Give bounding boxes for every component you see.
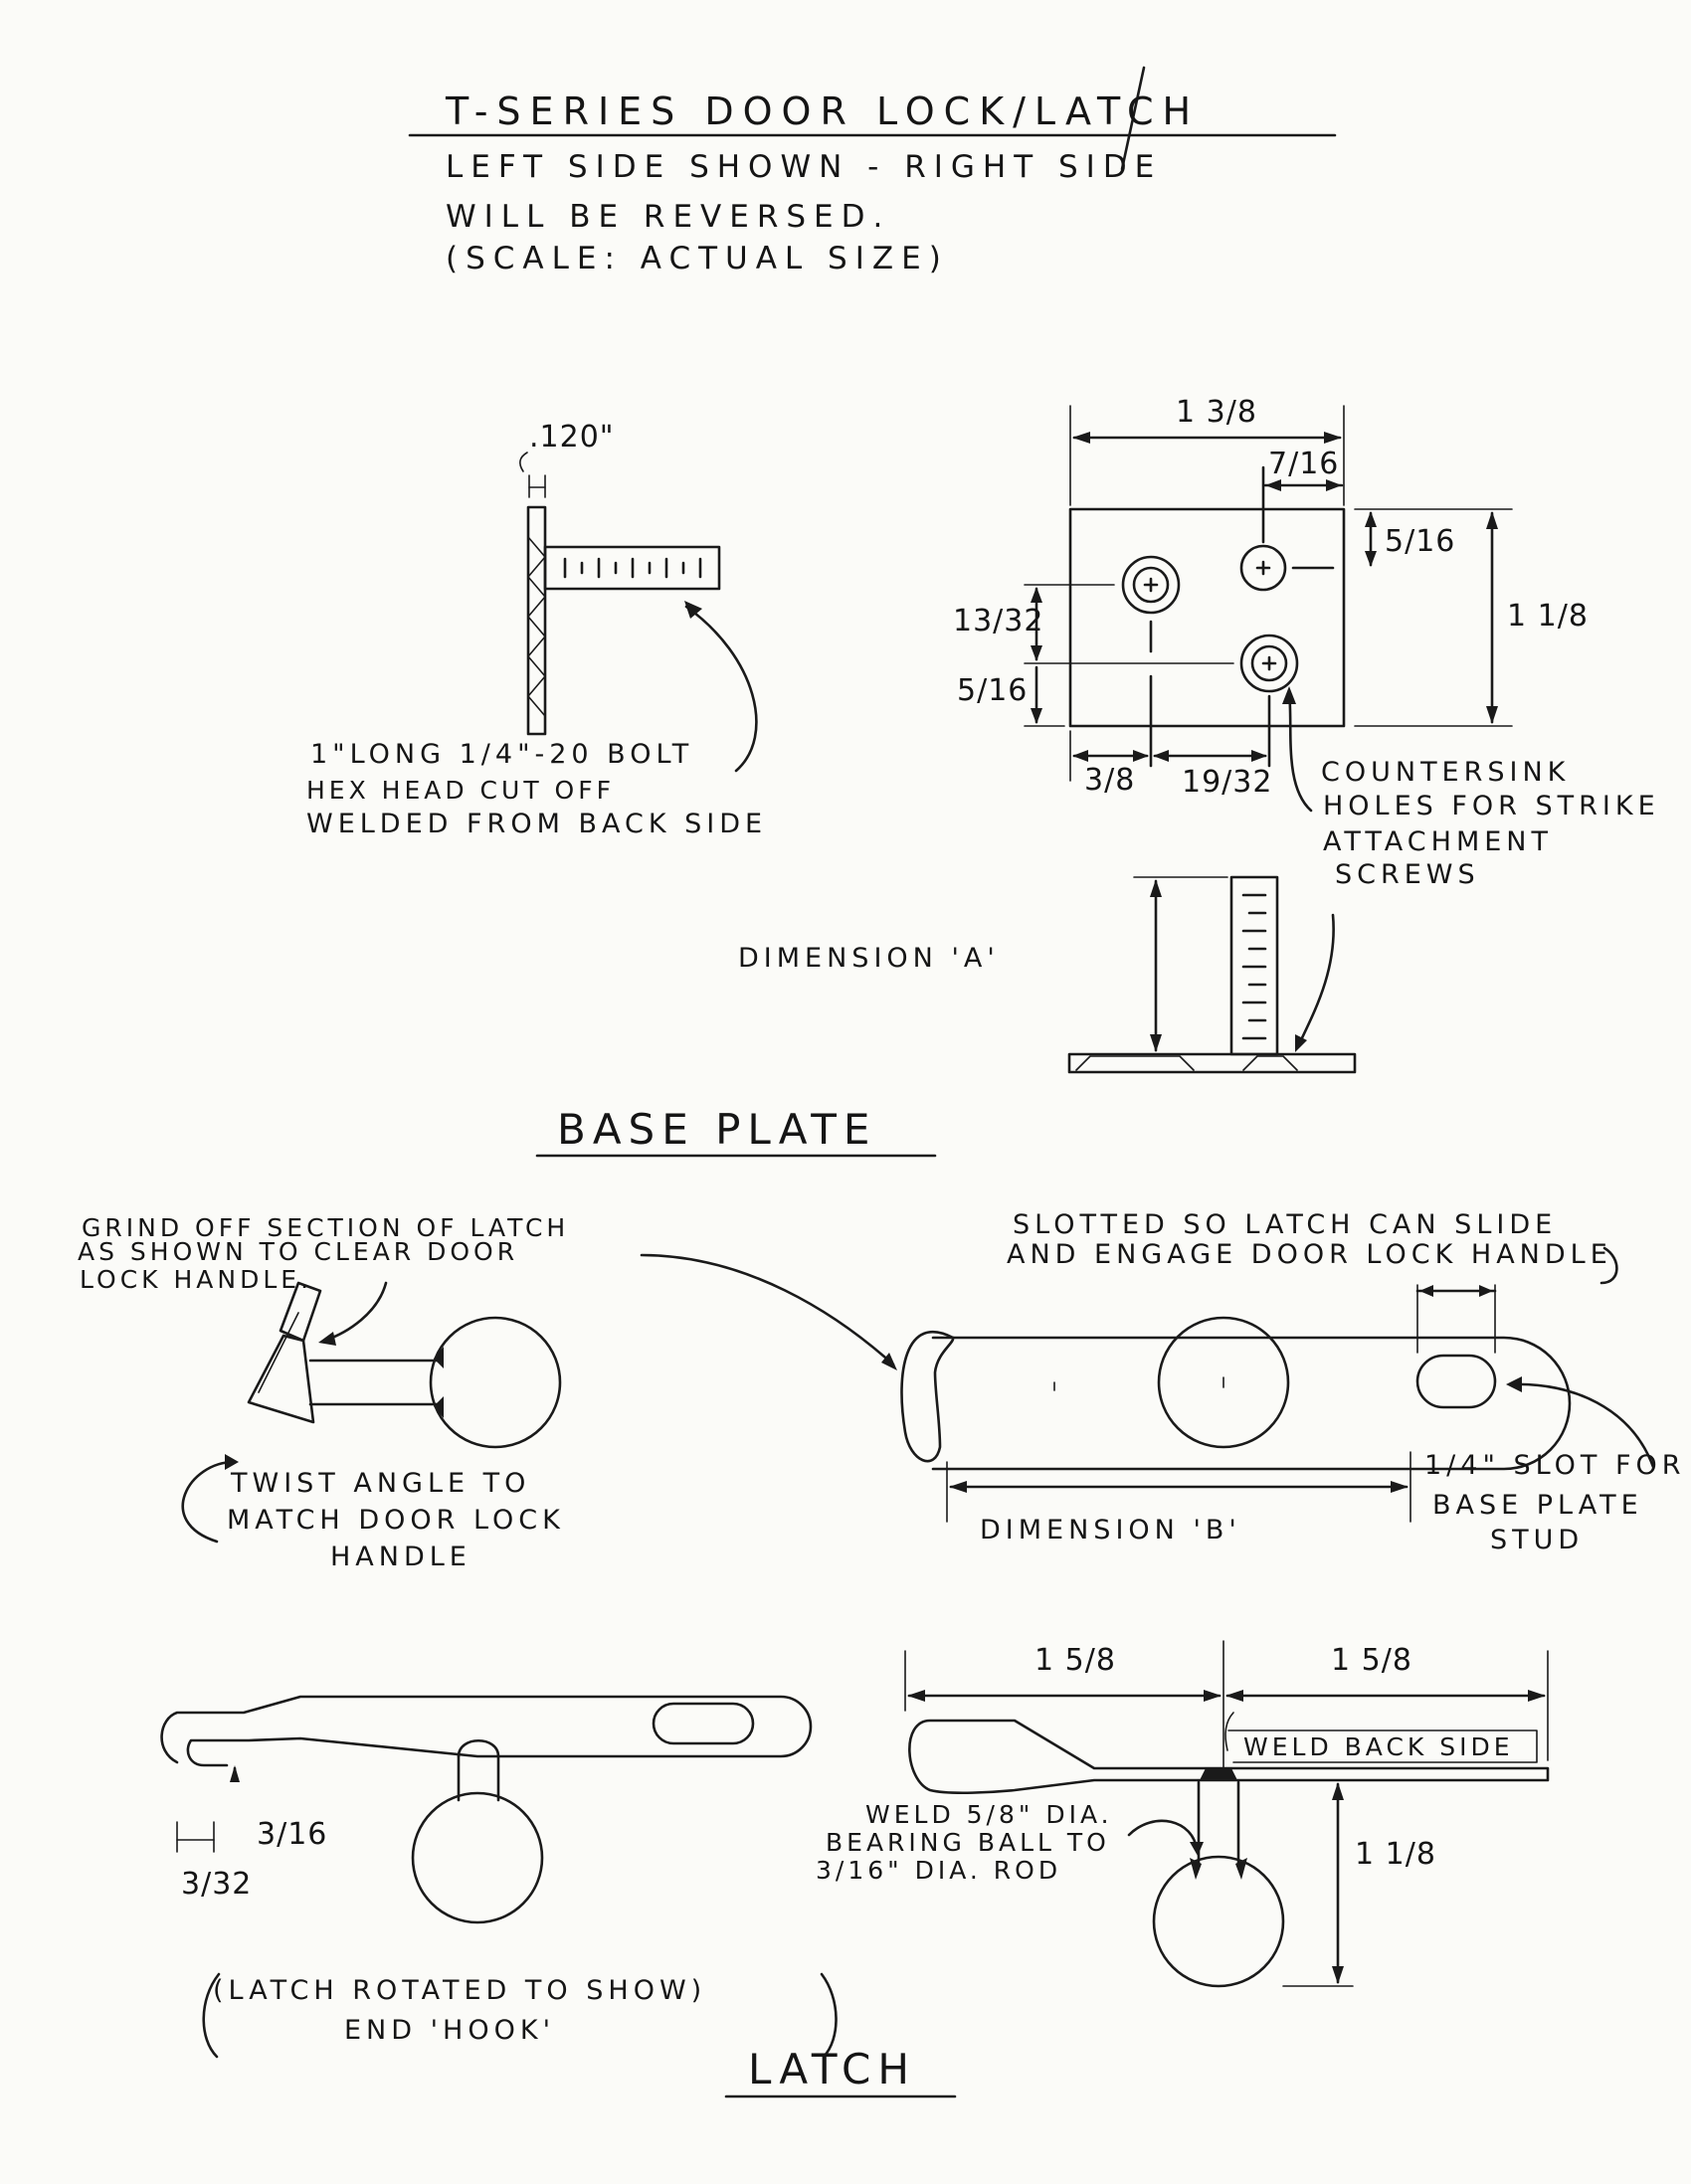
countersink-note-2: HOLES FOR STRIKE [1323, 791, 1660, 821]
dim-right-length: 1 5/8 [1331, 1643, 1412, 1678]
weld-ball-note-2: BEARING BALL TO [826, 1828, 1110, 1857]
countersink-note-1: COUNTERSINK [1321, 757, 1571, 788]
dim-left-length: 1 5/8 [1034, 1643, 1116, 1678]
base-plate-title: BASE PLATE [557, 1105, 877, 1154]
dim-top-offset: 5/16 [1385, 524, 1456, 559]
latch-grind-view [181, 1281, 562, 1544]
rotated-note-2: END 'HOOK' [344, 2015, 555, 2046]
latch-title: LATCH [748, 2045, 916, 2093]
dim-rod-height: 1 1/8 [1355, 1837, 1436, 1872]
bolt-note-1: 1"LONG 1/4"-20 BOLT [310, 739, 694, 770]
bolt-side-view [519, 452, 758, 773]
header-line-1: LEFT SIDE SHOWN - RIGHT SIDE [446, 149, 1163, 185]
dim-width: 1 3/8 [1176, 395, 1257, 430]
slotted-note-1: SLOTTED SO LATCH CAN SLIDE [1013, 1209, 1558, 1240]
base-plate-front-view [1024, 405, 1513, 813]
twist-note-3: HANDLE [330, 1542, 471, 1572]
latch-weld-view [904, 1640, 1550, 1988]
dim-hole-offset: 7/16 [1268, 447, 1340, 481]
bolt-note-3: WELDED FROM BACK SIDE [306, 809, 768, 839]
slot-note-2: BASE PLATE [1432, 1490, 1643, 1521]
weld-ball-note-1: WELD 5/8" DIA. [865, 1800, 1113, 1829]
dim-hook-2: 3/32 [181, 1867, 253, 1902]
twist-note-1: TWIST ANGLE TO [231, 1468, 531, 1499]
dim-bottom-1: 3/8 [1084, 763, 1136, 798]
title-slash [1120, 66, 1146, 171]
base-plate-side-view [1067, 875, 1357, 1074]
dim-height: 1 1/8 [1507, 599, 1589, 634]
dim-bottom-2: 19/32 [1182, 765, 1273, 800]
latch-slotted-view [640, 1246, 1655, 1523]
countersink-note-4: SCREWS [1335, 859, 1480, 890]
dimension-b-label: DIMENSION 'B' [980, 1515, 1241, 1546]
dim-hook-1: 3/16 [257, 1817, 328, 1852]
weld-ball-note-3: 3/16" DIA. ROD [816, 1856, 1062, 1885]
header-line-2: WILL BE REVERSED. [446, 199, 891, 235]
dimension-a-label: DIMENSION 'A' [738, 943, 1000, 974]
bolt-note-2: HEX HEAD CUT OFF [306, 776, 615, 805]
grind-note-3: LOCK HANDLE. [80, 1265, 313, 1294]
header-line-3: (SCALE: ACTUAL SIZE) [446, 241, 949, 276]
slot-note-1: 1/4" SLOT FOR [1424, 1450, 1686, 1481]
dim-left-vertical-2: 5/16 [957, 673, 1029, 708]
slotted-note-2: AND ENGAGE DOOR LOCK HANDLE [1007, 1239, 1612, 1270]
rotated-note-1: (LATCH ROTATED TO SHOW) [213, 1975, 707, 2006]
page-title: T-SERIES DOOR LOCK/LATCH [446, 90, 1201, 133]
twist-note-2: MATCH DOOR LOCK [227, 1505, 565, 1536]
grind-note-2: AS SHOWN TO CLEAR DOOR [78, 1237, 519, 1266]
grind-note-1: GRIND OFF SECTION OF LATCH [82, 1213, 570, 1242]
thickness-label: .120" [529, 420, 615, 455]
weld-back-note: WELD BACK SIDE [1243, 1732, 1514, 1761]
countersink-note-3: ATTACHMENT [1323, 826, 1553, 857]
dim-left-vertical-1: 13/32 [953, 604, 1044, 638]
slot-note-3: STUD [1490, 1525, 1585, 1555]
latch-rotated-view [160, 1695, 838, 2059]
